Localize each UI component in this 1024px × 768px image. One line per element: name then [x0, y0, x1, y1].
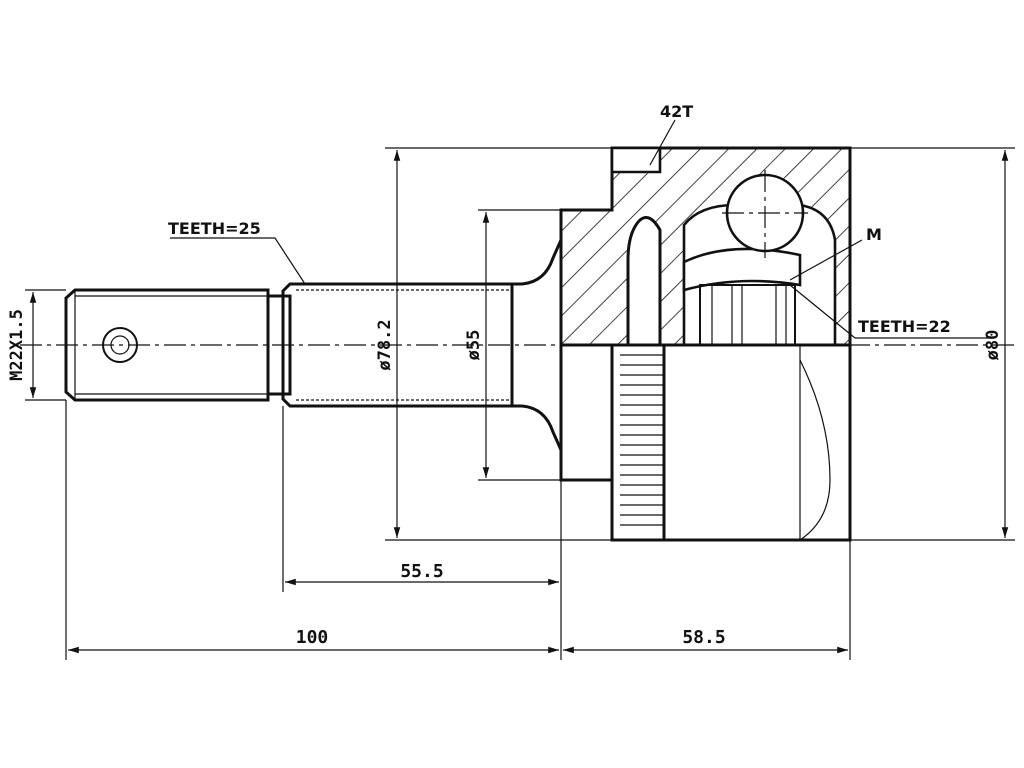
- housing-diameter-label: ø80: [983, 330, 1003, 361]
- stem-flare: [512, 210, 563, 480]
- leader-lines: [170, 119, 990, 339]
- abs-teeth-label: 42T: [660, 102, 693, 121]
- length-55-5-label: 55.5: [400, 561, 443, 582]
- cross-hole: [102, 327, 138, 363]
- thread-label: M22X1.5: [7, 309, 27, 381]
- length-100-label: 100: [296, 627, 329, 648]
- flange-diameter-label: ø78.2: [375, 319, 395, 370]
- marker-label: M: [866, 225, 882, 244]
- teeth-25-label: TEETH=25: [168, 219, 261, 238]
- housing-exterior: [664, 343, 852, 542]
- seat-diameter-label: ø55: [464, 330, 484, 361]
- length-58-5-label: 58.5: [682, 627, 725, 648]
- teeth-22-label: TEETH=22: [858, 317, 951, 336]
- abs-tone-ring: [610, 343, 666, 542]
- threaded-shaft-end: [64, 288, 270, 402]
- inner-race: [682, 170, 837, 347]
- dimension-lines: [25, 147, 1015, 660]
- shaft-neck: [268, 294, 292, 396]
